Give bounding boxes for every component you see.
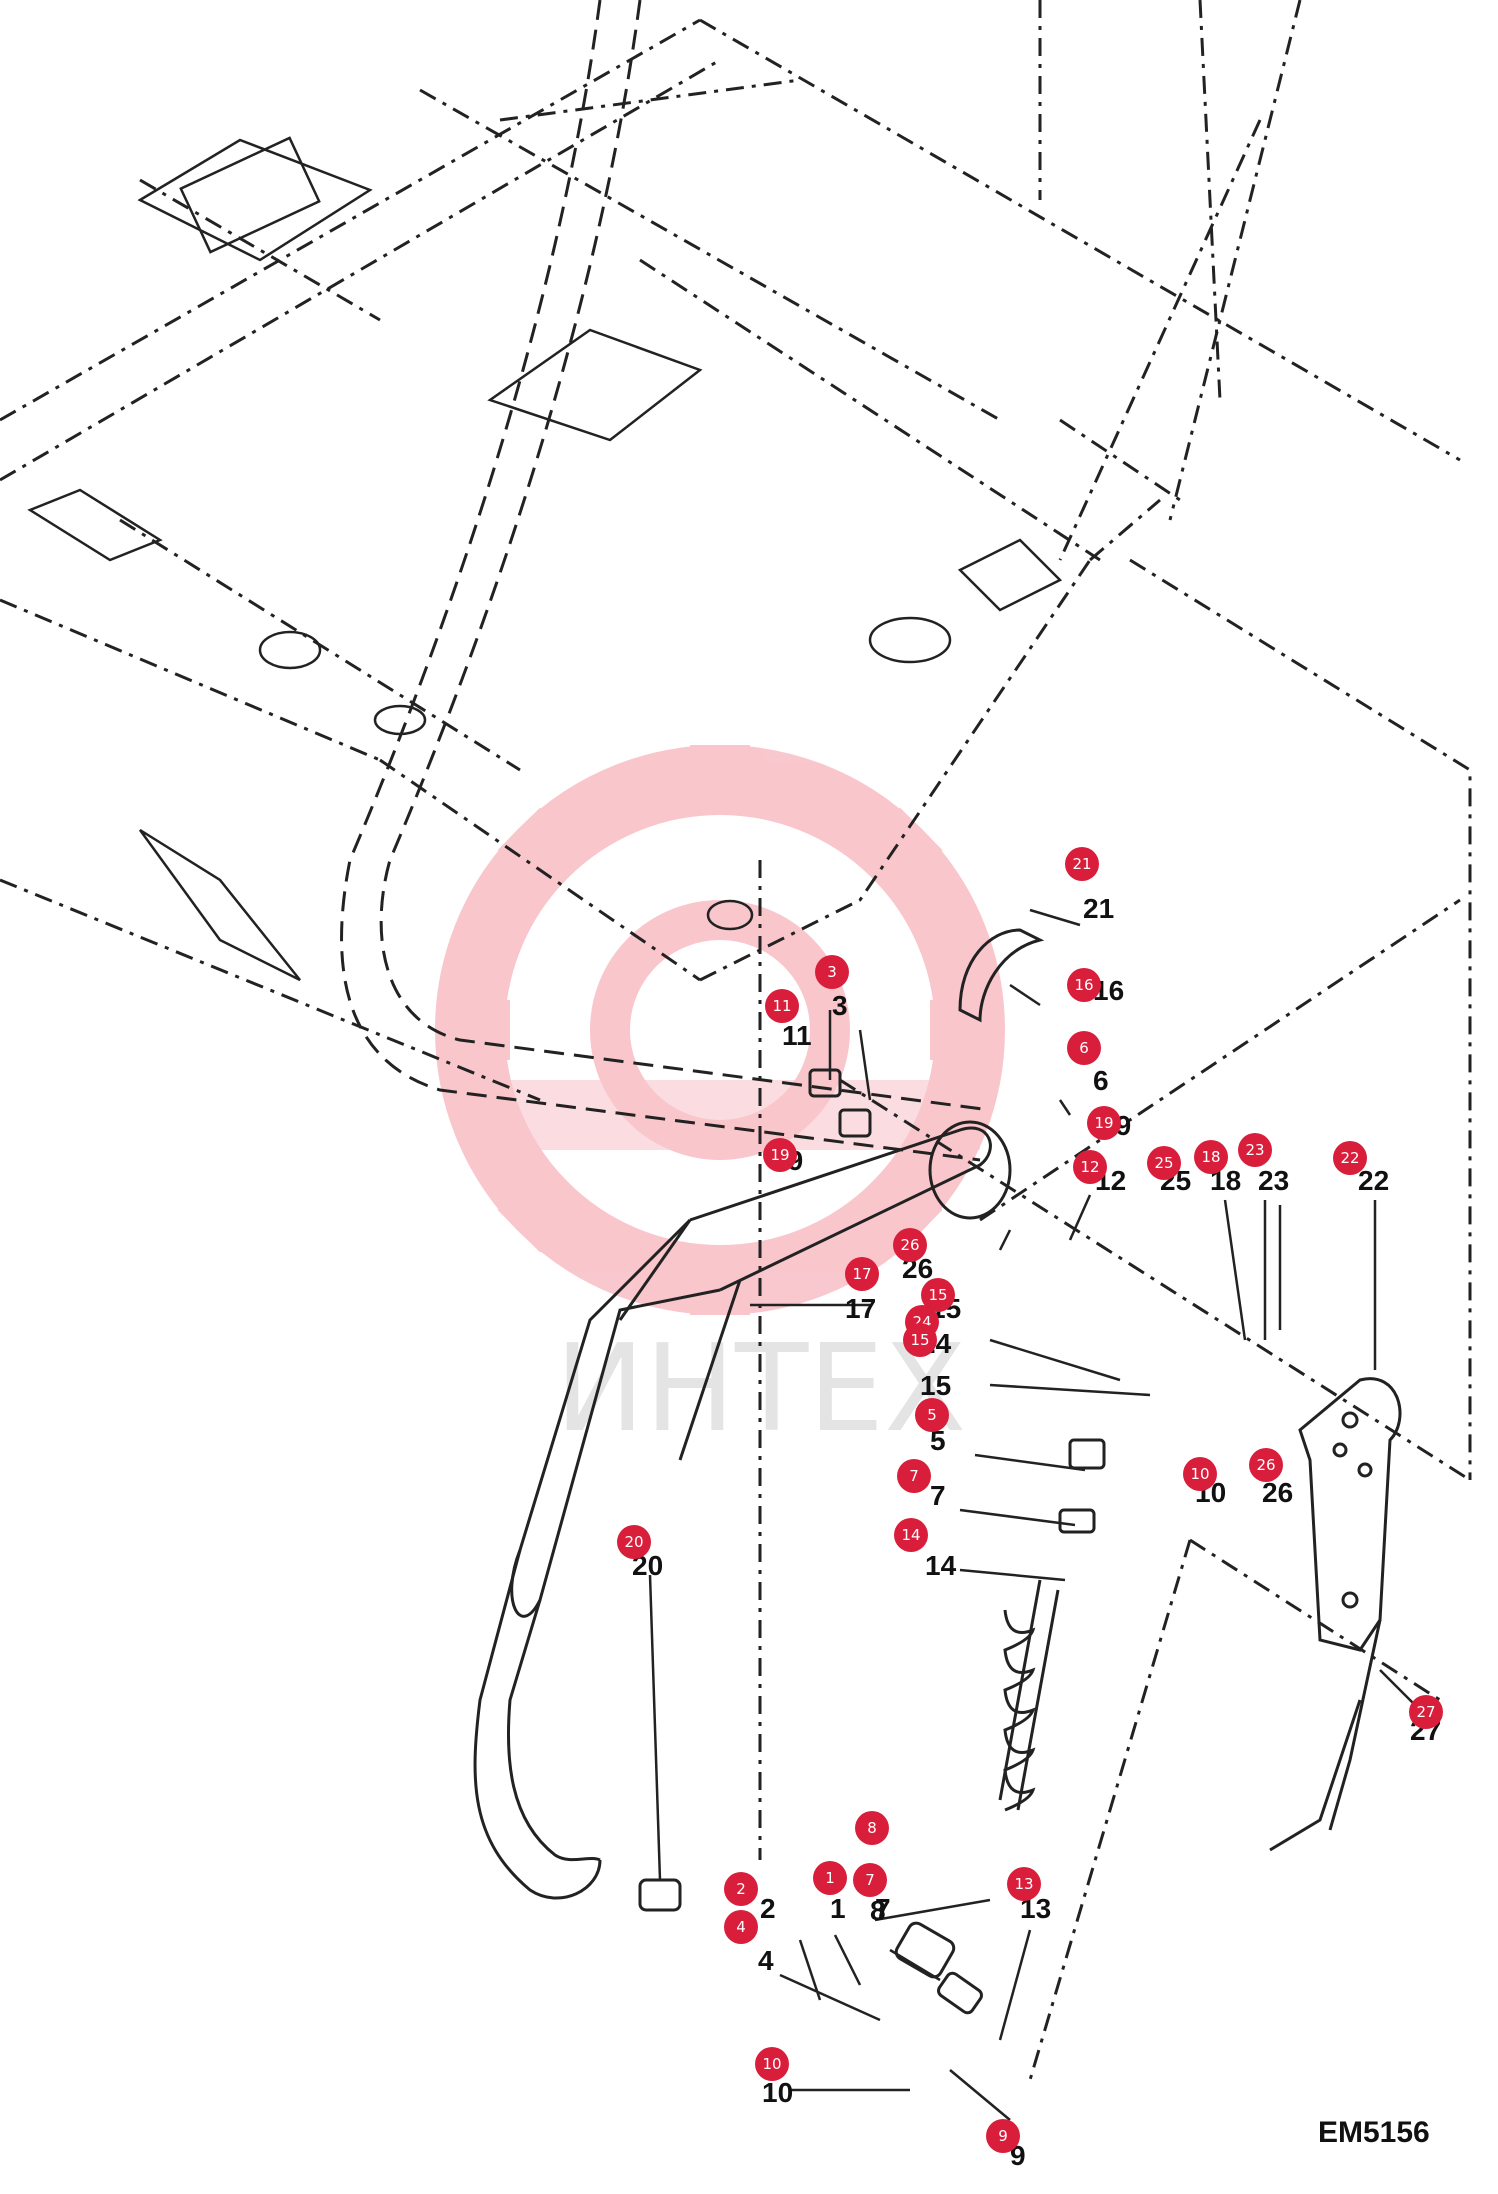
svg-text:14: 14 (901, 1526, 920, 1544)
svg-text:5: 5 (927, 1406, 937, 1424)
chassis-outline (0, 0, 1472, 2081)
svg-text:18: 18 (1201, 1148, 1220, 1166)
svg-text:10: 10 (1190, 1465, 1209, 1483)
callout-label: 5 (930, 1425, 946, 1456)
svg-text:4: 4 (736, 1918, 746, 1936)
svg-text:11: 11 (772, 997, 791, 1015)
callout-label: 10 (762, 2077, 793, 2108)
svg-text:26: 26 (900, 1236, 919, 1254)
svg-text:1: 1 (825, 1869, 835, 1887)
svg-text:15: 15 (910, 1331, 929, 1349)
panel-details (27, 136, 1063, 982)
roll-cage-tube (340, 0, 991, 1162)
svg-text:7: 7 (909, 1467, 919, 1485)
callout-label: 4 (758, 1945, 774, 1976)
svg-text:16: 16 (1074, 976, 1093, 994)
svg-text:17: 17 (852, 1265, 871, 1283)
callout-label: 1 (830, 1893, 846, 1924)
svg-text:2: 2 (736, 1880, 746, 1898)
strap (958, 928, 1045, 1023)
callout-badge: 9 (986, 2119, 1020, 2153)
svg-text:25: 25 (1154, 1154, 1173, 1172)
callout-badge: 15 (903, 1323, 937, 1357)
svg-text:7: 7 (865, 1871, 875, 1889)
svg-text:13: 13 (1014, 1875, 1033, 1893)
svg-text:9: 9 (998, 2127, 1008, 2145)
callout-badge: 5 (915, 1398, 949, 1432)
svg-text:26: 26 (1256, 1456, 1275, 1474)
callout-badge: 21 (1065, 847, 1099, 881)
svg-text:15: 15 (928, 1286, 947, 1304)
callout-badge: 12 (1073, 1150, 1107, 1184)
callout-badge: 26 (893, 1228, 927, 1262)
callout-badge: 16 (1067, 968, 1101, 1002)
callout-badge: 23 (1238, 1133, 1272, 1167)
svg-text:3: 3 (827, 963, 837, 981)
spring (638, 1068, 1106, 2015)
callout-badge: 13 (1007, 1867, 1041, 1901)
callout-badge: 6 (1067, 1031, 1101, 1065)
svg-text:22: 22 (1340, 1149, 1359, 1167)
svg-text:21: 21 (1072, 855, 1091, 873)
callout-label: 2 (760, 1893, 776, 1924)
handle-end-cap (928, 1120, 1012, 1220)
svg-text:6: 6 (1079, 1039, 1089, 1057)
callout-badge: 10 (1183, 1457, 1217, 1491)
callout-label: 3 (832, 990, 848, 1021)
svg-text:10: 10 (762, 2055, 781, 2073)
svg-text:19: 19 (1094, 1114, 1113, 1132)
callout-badge: 7 (853, 1863, 887, 1897)
callout-label: 22 (1358, 1165, 1389, 1196)
drawing-code: EM5156 (1318, 2116, 1430, 2149)
callout-badge: 25 (1147, 1146, 1181, 1180)
callout-label: 6 (1093, 1065, 1109, 1096)
svg-text:12: 12 (1080, 1158, 1099, 1176)
callout-label: 23 (1258, 1165, 1289, 1196)
callout-badge: 20 (617, 1525, 651, 1559)
callout-badge: 2 (724, 1872, 758, 1906)
svg-text:20: 20 (624, 1533, 643, 1551)
callout-label: 26 (1262, 1477, 1293, 1508)
grab-handle[interactable] (473, 1126, 992, 1900)
callout-label: 21 (1083, 893, 1114, 924)
callout-badge: 3 (815, 955, 849, 989)
callout-badge: 15 (921, 1278, 955, 1312)
callout-badge: 4 (724, 1910, 758, 1944)
callout-badge: 1 (813, 1861, 847, 1895)
callout-label: 14 (925, 1550, 957, 1581)
watermark-logo (435, 745, 1005, 1315)
callout-label: 7 (875, 1893, 891, 1924)
callout-badge: 22 (1333, 1141, 1367, 1175)
svg-text:23: 23 (1245, 1141, 1264, 1159)
callout-label: 7 (930, 1480, 946, 1511)
callout-badge: 11 (765, 989, 799, 1023)
callout-label: 17 (845, 1293, 876, 1324)
callout-badge: 18 (1194, 1140, 1228, 1174)
callout-badge: 8 (855, 1811, 889, 1845)
svg-text:8: 8 (867, 1819, 877, 1837)
callout-badge: 27 (1409, 1695, 1443, 1729)
callout-badge: 26 (1249, 1448, 1283, 1482)
callout-badge: 10 (755, 2047, 789, 2081)
callout-badges: 21 3 11 16 6 19 19 12 25 18 23 22 26 17 … (617, 847, 1443, 2153)
callout-label: 11 (782, 1020, 812, 1051)
callout-label: 8 (870, 1895, 886, 1926)
callout-badge: 7 (897, 1459, 931, 1493)
callout-label: 15 (920, 1370, 951, 1401)
callout-badge: 17 (845, 1257, 879, 1291)
callout-badge: 14 (894, 1518, 928, 1552)
svg-text:19: 19 (770, 1146, 789, 1164)
bracket-plate[interactable] (1269, 1377, 1402, 1852)
callout-badge: 19 (763, 1138, 797, 1172)
callout-badge: 19 (1087, 1106, 1121, 1140)
svg-text:27: 27 (1416, 1703, 1435, 1721)
